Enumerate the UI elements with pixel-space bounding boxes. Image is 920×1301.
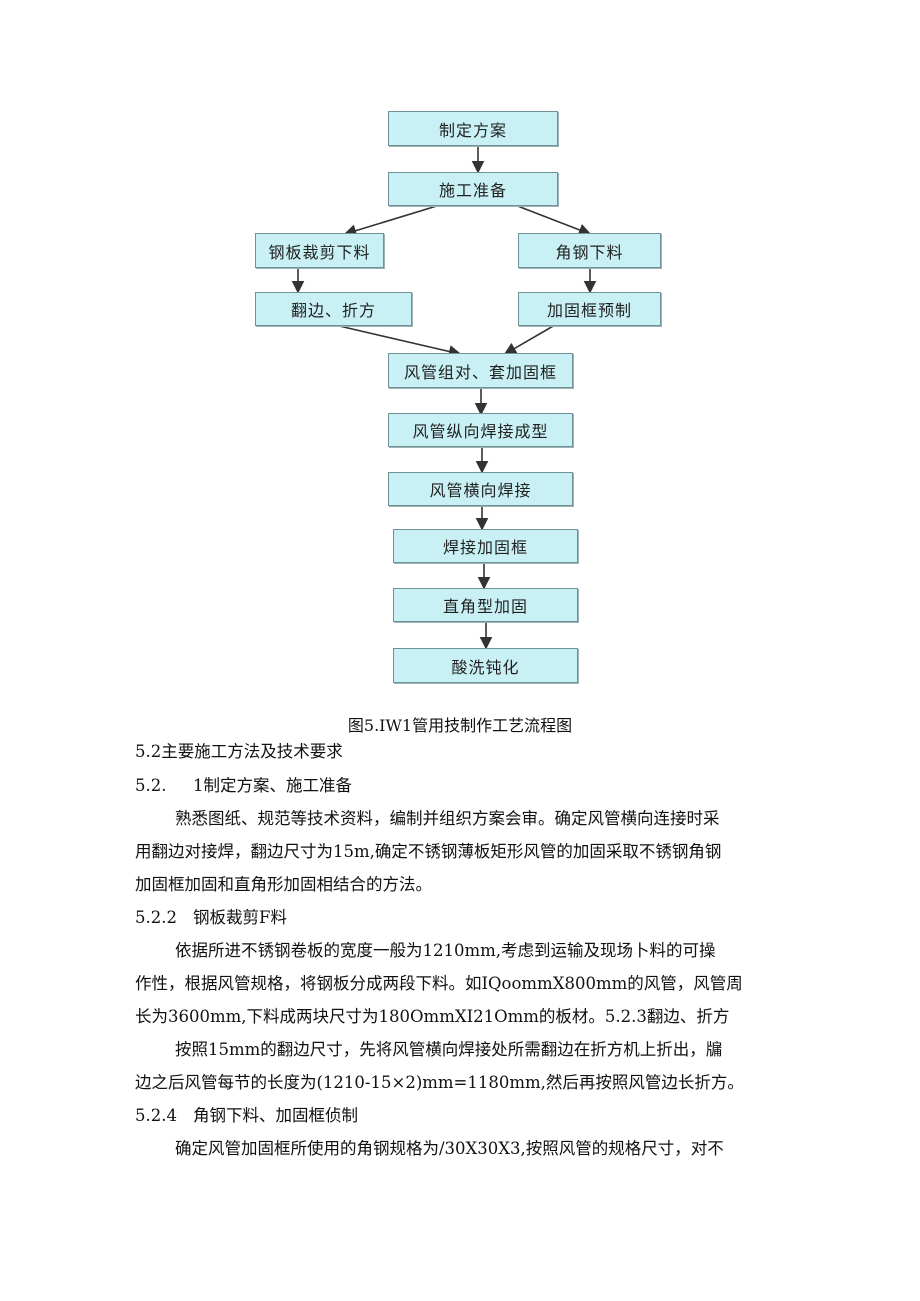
section-heading-5-2-2: 5.2.2 钢板裁剪F料	[135, 907, 785, 929]
paragraph-line: 熟悉图纸、规范等技术资料，编制并组织方案会审。确定风管横向连接时采	[175, 809, 720, 828]
flow-step-cut-steel-plate: 钢板裁剪下料	[255, 233, 384, 268]
paragraph-line: 加固框加固和直角形加固相结合的方法。	[135, 875, 432, 894]
section-title: 1制定方案、施工准备	[193, 776, 352, 795]
paragraph-line: 依据所进不锈钢卷板的宽度一般为1210mm,考虑到运输及现场卜料的可操	[175, 941, 716, 960]
flow-arrows	[291, 144, 597, 650]
flow-step-prepare: 施工准备	[388, 172, 558, 206]
paragraph-line: 确定风管加固框所使用的角钢规格为/30X30X3,按照风管的规格尺寸，对不	[175, 1139, 724, 1158]
section-number: 5.2.	[135, 776, 167, 795]
section-title: 角钢下料、加固框侦制	[193, 1106, 358, 1125]
flow-step-longitudinal-weld: 风管纵向焊接成型	[388, 413, 573, 447]
flow-step-cut-angle-steel: 角钢下料	[518, 233, 661, 268]
section-title: 钢板裁剪F料	[193, 908, 287, 927]
section-number: 5.2.2	[135, 908, 177, 927]
section-number: 5.2.4	[135, 1106, 177, 1125]
paragraph-line: 用翻边对接焊，翻边尺寸为15m,确定不锈钢薄板矩形风管的加固采取不锈钢角钢	[135, 842, 722, 861]
flow-step-transverse-weld: 风管横向焊接	[388, 472, 573, 506]
flow-step-right-angle-reinforce: 直角型加固	[393, 588, 578, 622]
figure-caption: 图5.IW1管用技制作工艺流程图	[347, 716, 573, 735]
paragraph-line: 边之后风管每节的长度为(1210-15×2)mm=1180mm,然后再按照风管边…	[135, 1073, 744, 1092]
paragraph-line: 按照15mm的翻边尺寸，先将风管横向焊接处所需翻边在折方机上折出，牖	[175, 1040, 723, 1059]
process-flowchart: 制定方案 施工准备 钢板裁剪下料 角钢下料 翻边、折方 加固框预制 风管组对、套…	[255, 111, 661, 683]
section-heading-5-2: 5.2主要施工方法及技术要求	[135, 742, 343, 761]
section-heading-5-2-1: 5.2. 1制定方案、施工准备	[135, 775, 785, 797]
flow-step-assembly: 风管组对、套加固框	[388, 353, 573, 388]
flow-step-flanging: 翻边、折方	[255, 292, 412, 326]
flow-step-frame-prefab: 加固框预制	[518, 292, 661, 326]
flow-step-weld-frame: 焊接加固框	[393, 529, 578, 563]
paragraph-line: 作性，根据风管规格，将钢板分成两段下料。如IQoommX800mm的风管，风管周	[135, 974, 743, 993]
section-heading-5-2-4: 5.2.4 角钢下料、加固框侦制	[135, 1105, 785, 1127]
paragraph-line: 长为3600mm,下料成两块尺寸为180OmmXI21Omm的板材。5.2.3翻…	[135, 1007, 730, 1026]
flow-step-plan: 制定方案	[388, 111, 558, 146]
flow-step-pickling: 酸洗钝化	[393, 648, 578, 683]
